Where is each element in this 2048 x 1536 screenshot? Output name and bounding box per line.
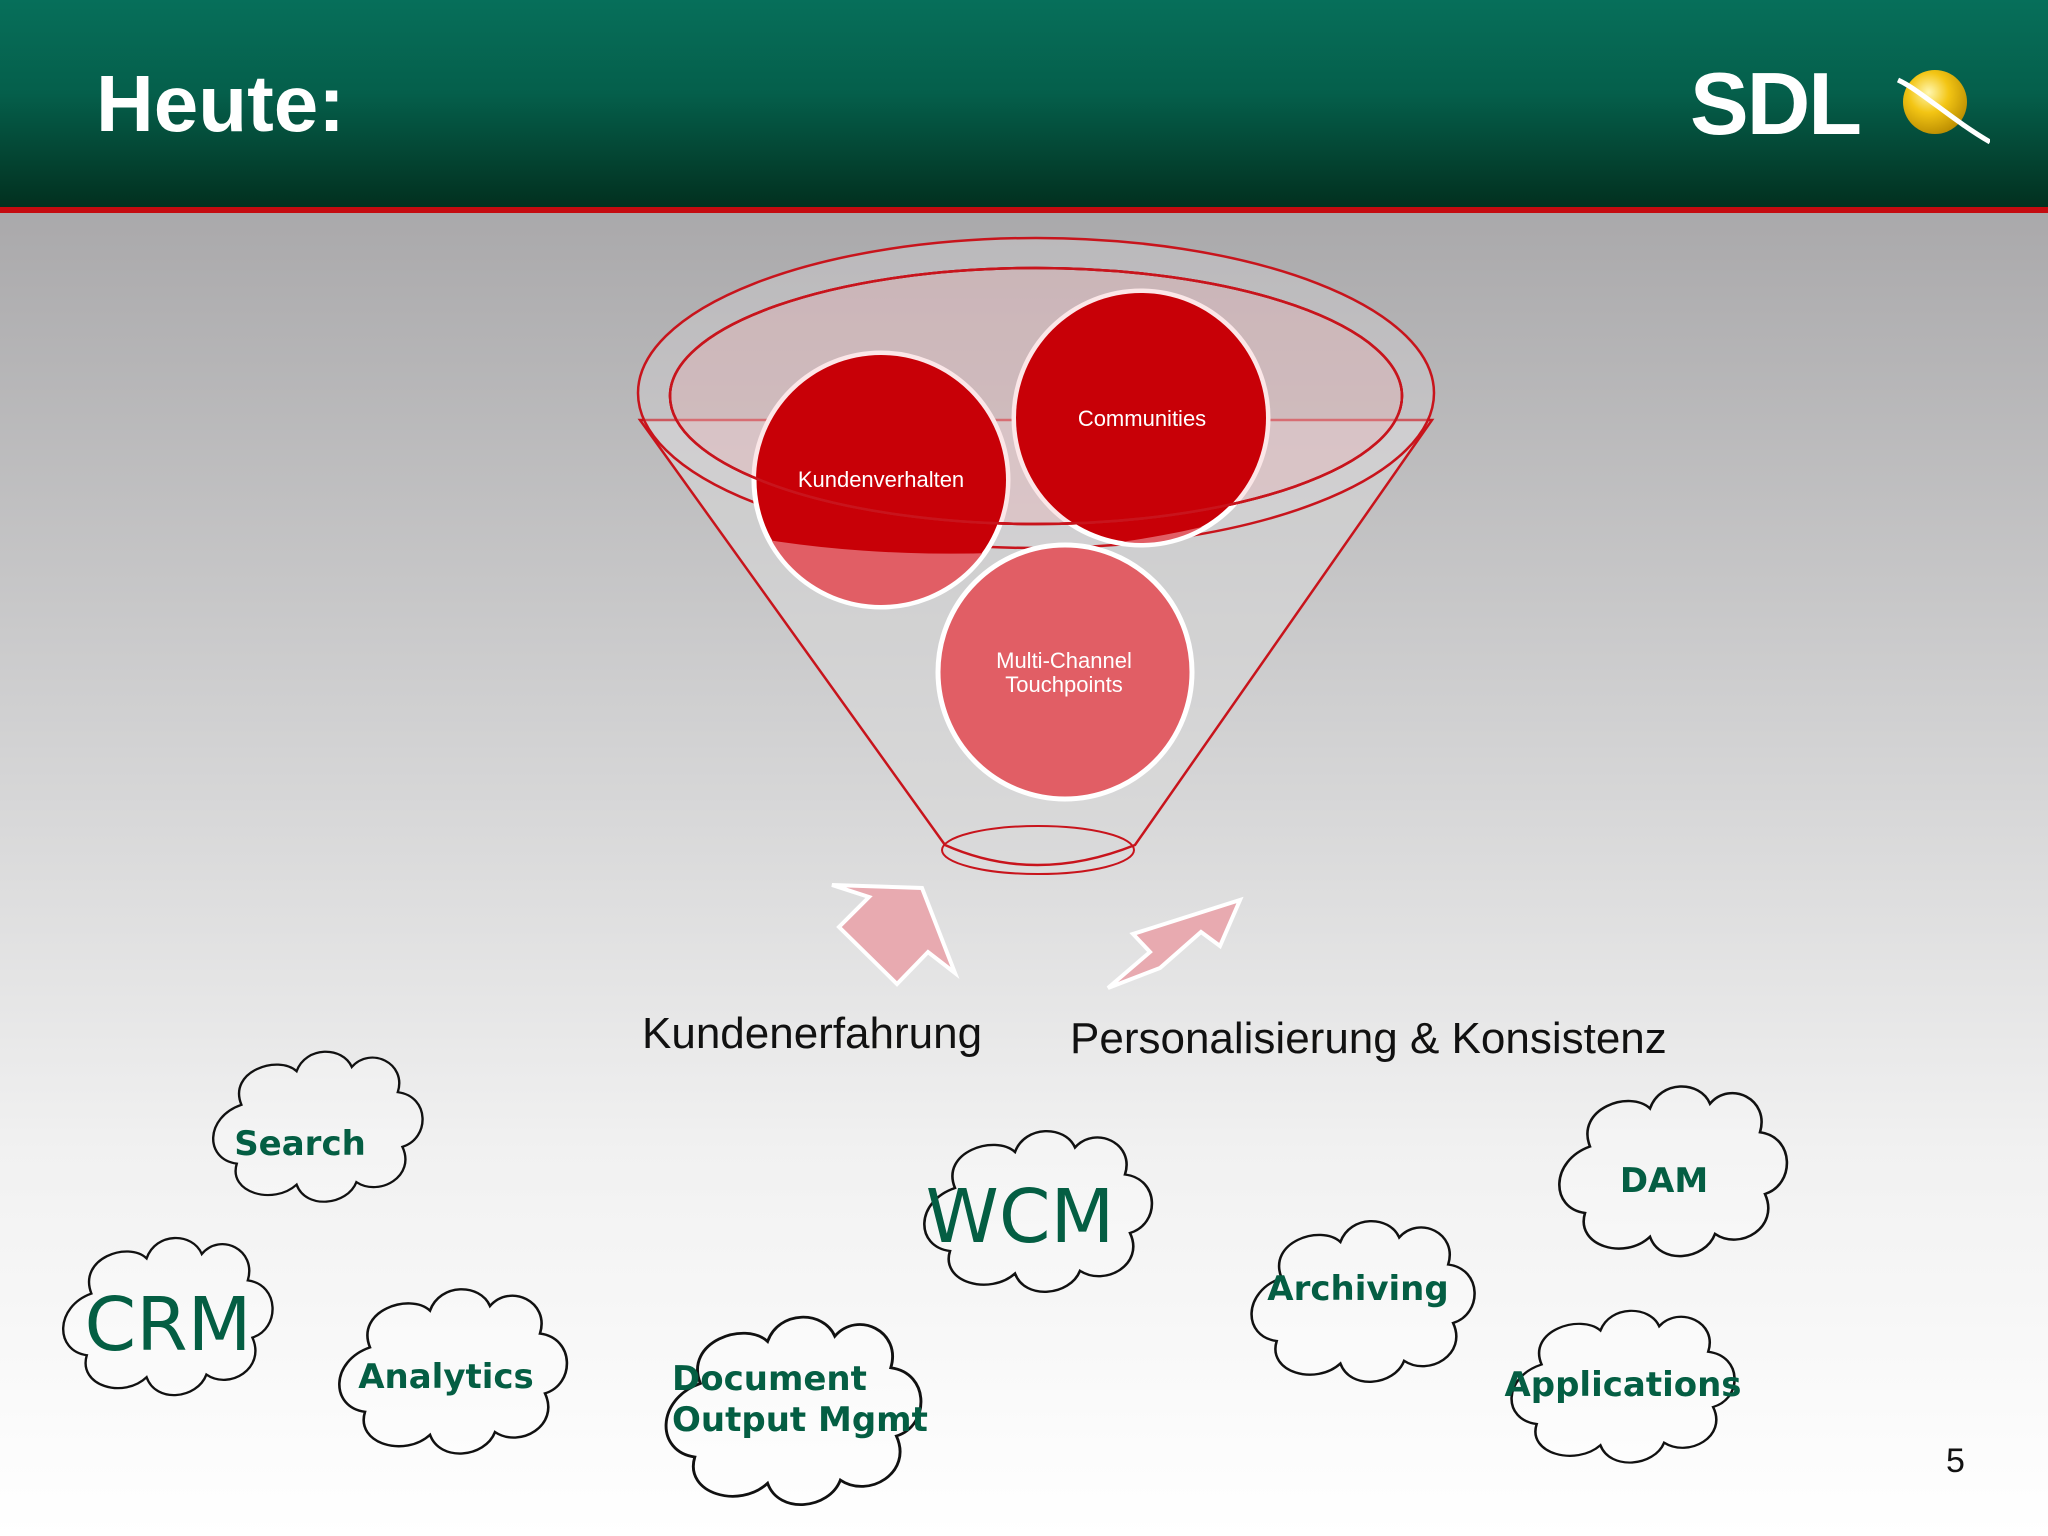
page-number: 5 bbox=[1946, 1442, 1965, 1480]
bubble-multichannel bbox=[935, 542, 1195, 802]
funnel-bottom-rim bbox=[941, 825, 1135, 875]
cloud-label-document: Document bbox=[672, 1359, 867, 1399]
bubble-label-multichannel-1: Multi-Channel bbox=[996, 648, 1132, 673]
cloud-label-wcm: WCM bbox=[926, 1174, 1115, 1260]
cloud-label-crm: CRM bbox=[85, 1282, 252, 1368]
bubble-label-communities: Communities bbox=[1078, 406, 1206, 431]
caption-personalisierung: Personalisierung & Konsistenz bbox=[1070, 1014, 1667, 1063]
cloud-label-search: Search bbox=[234, 1124, 366, 1164]
header-rule bbox=[0, 207, 2048, 213]
cloud-label-output-mgmt: Output Mgmt bbox=[672, 1400, 928, 1440]
arrow-down-left bbox=[831, 883, 960, 987]
cloud-label-archiving: Archiving bbox=[1267, 1269, 1448, 1309]
slide-title: Heute: bbox=[96, 59, 345, 148]
sdl-logo: SDL bbox=[1690, 62, 1990, 146]
cloud-label-applications: Applications bbox=[1504, 1365, 1741, 1405]
caption-kundenerfahrung: Kundenerfahrung bbox=[642, 1009, 983, 1058]
svg-text:SDL: SDL bbox=[1690, 62, 1860, 146]
header-bar bbox=[0, 0, 2048, 207]
bubble-label-multichannel-2: Touchpoints bbox=[1005, 672, 1122, 697]
bubble-label-kundenverhalten: Kundenverhalten bbox=[798, 467, 964, 492]
arrow-up-right bbox=[1106, 896, 1244, 990]
cloud-label-analytics: Analytics bbox=[358, 1357, 534, 1397]
cloud-label-dam: DAM bbox=[1620, 1161, 1708, 1201]
